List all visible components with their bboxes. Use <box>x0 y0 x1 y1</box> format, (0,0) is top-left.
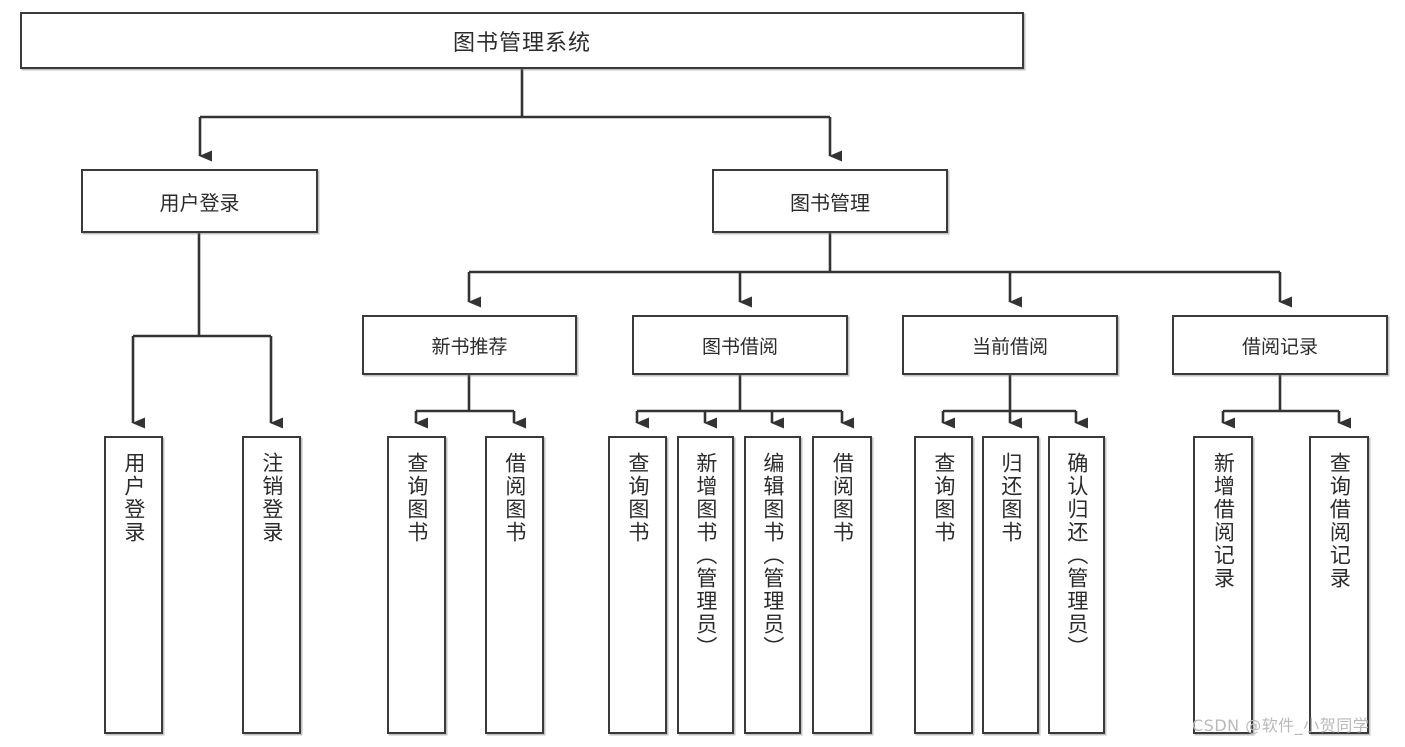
leaf-book-borrow-query[interactable]: 查询图书 <box>608 436 667 734</box>
node-book-borrow-label: 图书借阅 <box>701 335 778 358</box>
node-book-management[interactable]: 图书管理 <box>712 169 948 233</box>
node-book-borrow[interactable]: 图书借阅 <box>632 315 848 375</box>
leaf-label: 注销登录 <box>259 452 284 544</box>
leaf-label: 查询借阅记录 <box>1327 452 1352 590</box>
leaf-label: 借阅图书 <box>830 452 855 544</box>
leaf-new-book-borrow[interactable]: 借阅图书 <box>485 436 544 734</box>
leaf-label: 查询图书 <box>625 452 650 544</box>
leaf-borrow-record-add[interactable]: 新增借阅记录 <box>1193 436 1253 734</box>
leaf-label: 编辑图书（管理员） <box>760 452 785 659</box>
leaf-label: 确认归还（管理员） <box>1064 452 1089 659</box>
leaf-label: 归还图书 <box>998 452 1023 544</box>
node-user-login[interactable]: 用户登录 <box>81 169 318 233</box>
leaf-current-borrow-query[interactable]: 查询图书 <box>914 436 973 734</box>
leaf-label: 查询图书 <box>931 452 956 544</box>
leaf-book-borrow-edit[interactable]: 编辑图书（管理员） <box>744 436 801 734</box>
node-current-borrow-label: 当前借阅 <box>971 335 1048 358</box>
leaf-label: 新增借阅记录 <box>1211 452 1236 590</box>
node-borrow-record[interactable]: 借阅记录 <box>1172 315 1388 375</box>
leaf-label: 借阅图书 <box>502 452 527 544</box>
leaf-current-borrow-return[interactable]: 归还图书 <box>982 436 1039 734</box>
node-borrow-record-label: 借阅记录 <box>1241 335 1318 358</box>
leaf-new-book-query[interactable]: 查询图书 <box>387 436 446 734</box>
node-book-management-label: 图书管理 <box>790 190 870 215</box>
leaf-user-login-login[interactable]: 用户登录 <box>104 436 163 734</box>
node-user-login-label: 用户登录 <box>159 190 240 215</box>
leaf-label: 查询图书 <box>404 452 429 544</box>
leaf-book-borrow-borrow[interactable]: 借阅图书 <box>812 436 872 734</box>
leaf-user-login-logout[interactable]: 注销登录 <box>242 436 301 734</box>
leaf-borrow-record-query[interactable]: 查询借阅记录 <box>1309 436 1369 734</box>
node-root-label: 图书管理系统 <box>452 30 591 56</box>
node-new-book-recommend[interactable]: 新书推荐 <box>362 315 577 375</box>
leaf-label: 新增图书（管理员） <box>693 452 718 659</box>
node-root[interactable]: 图书管理系统 <box>20 12 1024 69</box>
csdn-watermark: CSDN @软件_小贺同学 <box>1192 716 1370 735</box>
leaf-current-borrow-confirm-return[interactable]: 确认归还（管理员） <box>1048 436 1105 734</box>
leaf-book-borrow-add[interactable]: 新增图书（管理员） <box>677 436 734 734</box>
node-new-book-recommend-label: 新书推荐 <box>431 335 508 358</box>
leaf-label: 用户登录 <box>121 452 146 544</box>
node-current-borrow[interactable]: 当前借阅 <box>902 315 1118 375</box>
